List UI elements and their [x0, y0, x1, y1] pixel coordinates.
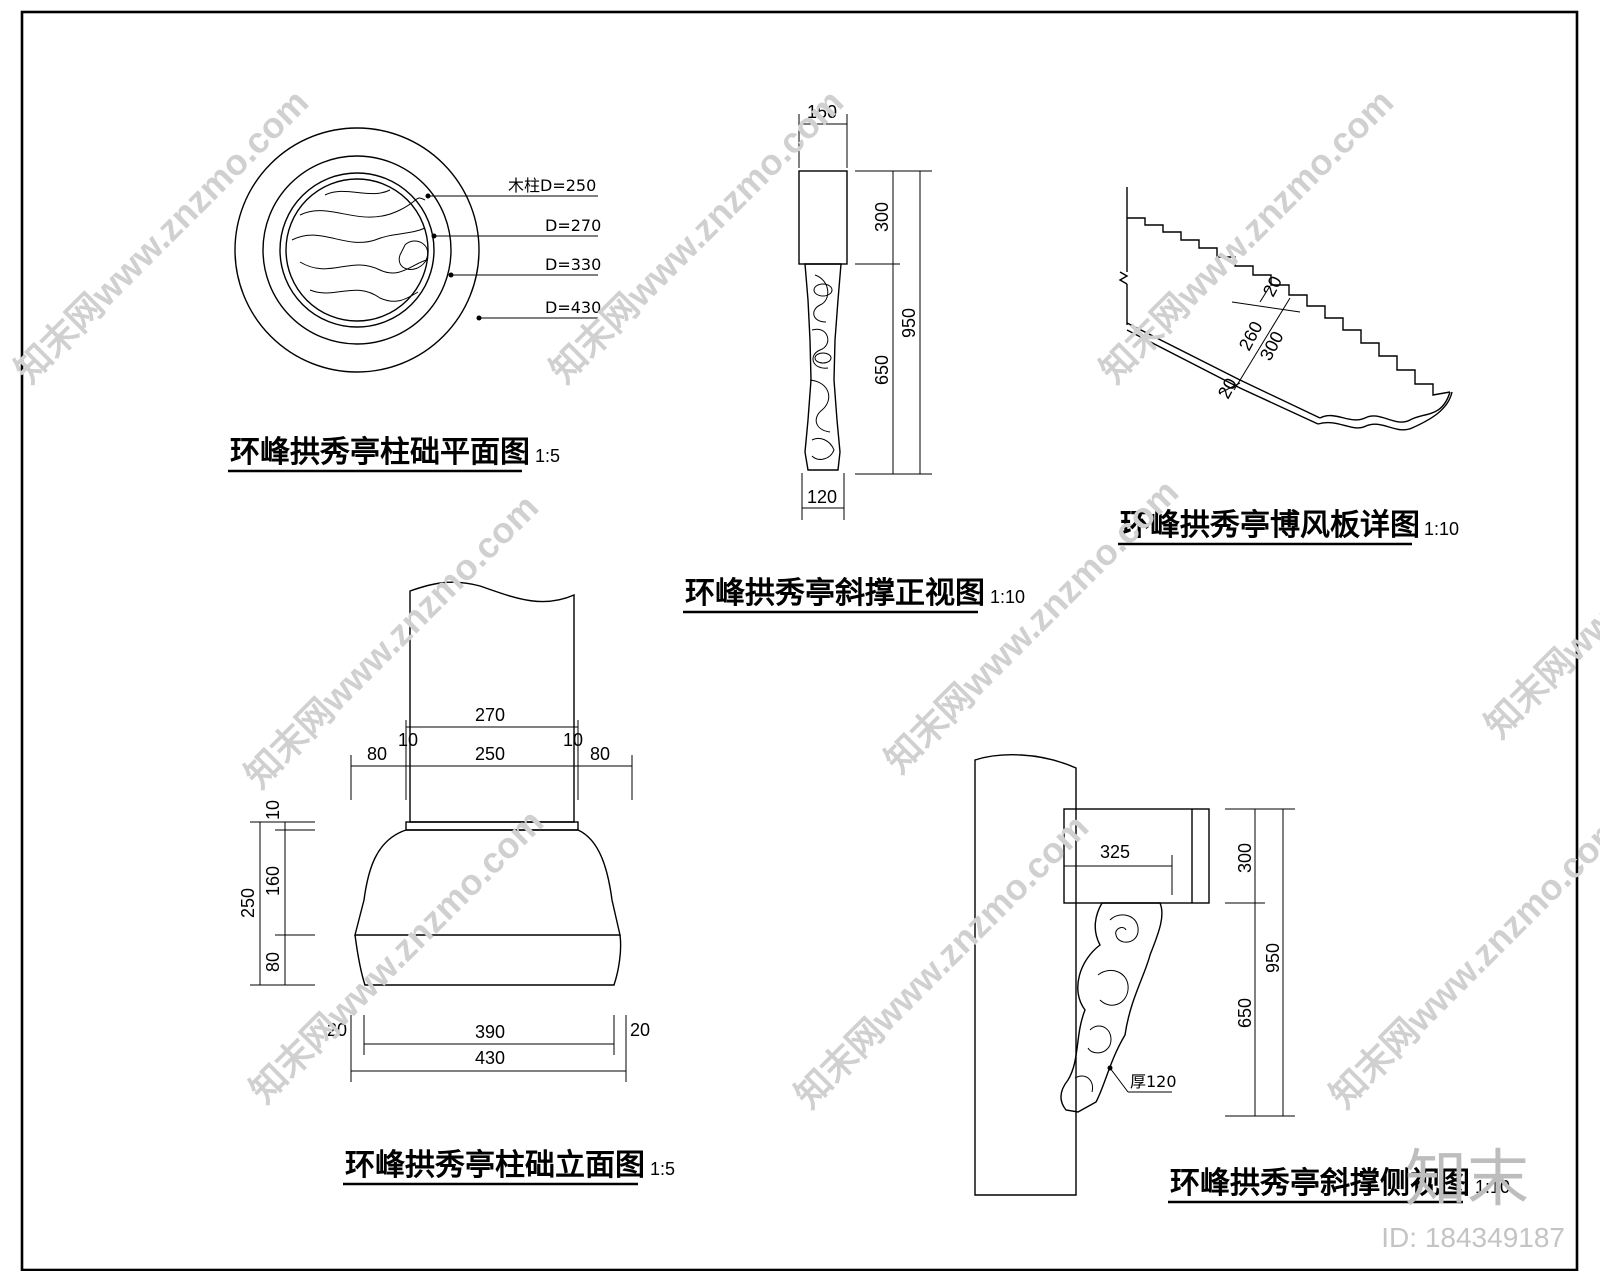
- dim-side-lower: 650: [1235, 998, 1255, 1028]
- watermark-text: 知末网www.znzmo.com: [1477, 436, 1600, 745]
- dim-side-325: 325: [1100, 842, 1130, 862]
- strut-front-scale: 1:10: [990, 587, 1025, 607]
- strut-side-dims: [1064, 808, 1295, 1117]
- strut-front-dims: [798, 114, 932, 520]
- plan-leaders: [428, 195, 598, 319]
- dim-base-80-right: 80: [590, 744, 610, 764]
- dim-strut-total: 950: [899, 308, 919, 338]
- plan-circle-d430: [234, 127, 480, 373]
- dim-base-v160: 160: [263, 866, 283, 896]
- watermark-text: 知末网www.znzmo.com: [7, 81, 316, 390]
- dim-strut-bottom-width: 120: [807, 487, 837, 507]
- dim-base-v250: 250: [238, 888, 258, 918]
- strut-front-title: 环峰拱秀亭斜撑正视图: [685, 576, 985, 611]
- dim-barge-top: 20: [1259, 273, 1286, 300]
- image-id: ID: 184349187: [1381, 1222, 1565, 1253]
- brand-logo: 知末: [1405, 1142, 1529, 1215]
- dim-strut-lower: 650: [872, 355, 892, 385]
- label-d330: D=330: [545, 255, 601, 274]
- label-wood-column-d250: 木柱D=250: [508, 176, 596, 195]
- strut-side-thickness-note: 厚120: [1130, 1072, 1177, 1091]
- plan-title: 环峰拱秀亭柱础平面图: [230, 435, 530, 470]
- sheet-border: [20, 10, 1579, 1271]
- dim-base-80-left: 80: [367, 744, 387, 764]
- strut-front-view: 150 120 300 650 950 环峰拱秀亭斜撑正视图 1:10: [683, 102, 1025, 614]
- barge-board-title: 环峰拱秀亭博风板详图: [1120, 508, 1420, 543]
- watermark-text: 知末网www.znzmo.com: [877, 471, 1186, 780]
- strut-side-scale: 1:10: [1475, 1177, 1510, 1197]
- dim-base-b430: 430: [475, 1048, 505, 1068]
- base-vertical-dims: [250, 821, 315, 986]
- dim-strut-upper: 300: [872, 202, 892, 232]
- dim-side-total: 950: [1263, 943, 1283, 973]
- dim-base-b20-right: 20: [630, 1020, 650, 1040]
- dim-base-10-left: 10: [398, 730, 418, 750]
- watermark-text: 知末网www.znzmo.com: [787, 806, 1096, 1115]
- dim-base-270: 270: [475, 705, 505, 725]
- base-top-dims: [350, 720, 633, 800]
- watermark-text: 知末网www.znzmo.com: [1322, 806, 1600, 1115]
- strut-side-title: 环峰拱秀亭斜撑侧视图: [1170, 1166, 1470, 1201]
- dim-base-v80: 80: [263, 952, 283, 972]
- dim-side-upper: 300: [1235, 843, 1255, 873]
- strut-side-carving: [1074, 914, 1139, 1093]
- barge-board-dims: [1219, 285, 1301, 394]
- dim-base-10-right: 10: [563, 730, 583, 750]
- base-elevation-title: 环峰拱秀亭柱础立面图: [345, 1148, 645, 1183]
- plan-circle-d330: [262, 155, 452, 345]
- plan-view: 木柱D=250 D=270 D=330 D=430 环峰拱秀亭柱础平面图 1:5: [228, 127, 601, 473]
- wood-grain-hatch: [291, 189, 428, 302]
- base-elevation-view: 270 10 10 80 250 80 10 250 160 80 20 390: [238, 581, 675, 1186]
- base-bottom-dims: [350, 1015, 627, 1082]
- strut-carving: [809, 274, 835, 460]
- dim-strut-top-width: 150: [807, 102, 837, 122]
- dim-base-v10: 10: [263, 800, 283, 820]
- label-d270: D=270: [545, 216, 601, 235]
- plan-scale: 1:5: [535, 446, 560, 466]
- base-elevation-scale: 1:5: [650, 1159, 675, 1179]
- dim-base-250: 250: [475, 744, 505, 764]
- label-d430: D=430: [545, 298, 601, 317]
- strut-side-view: 325 300 650 950 厚120 环峰拱秀亭斜撑侧视图 1:10: [974, 754, 1510, 1204]
- barge-board-scale: 1:10: [1424, 519, 1459, 539]
- plan-circle-d270: [279, 172, 435, 328]
- plan-circle-d250: [285, 178, 429, 322]
- dim-base-b20-left: 20: [327, 1020, 347, 1040]
- dim-base-b390: 390: [475, 1022, 505, 1042]
